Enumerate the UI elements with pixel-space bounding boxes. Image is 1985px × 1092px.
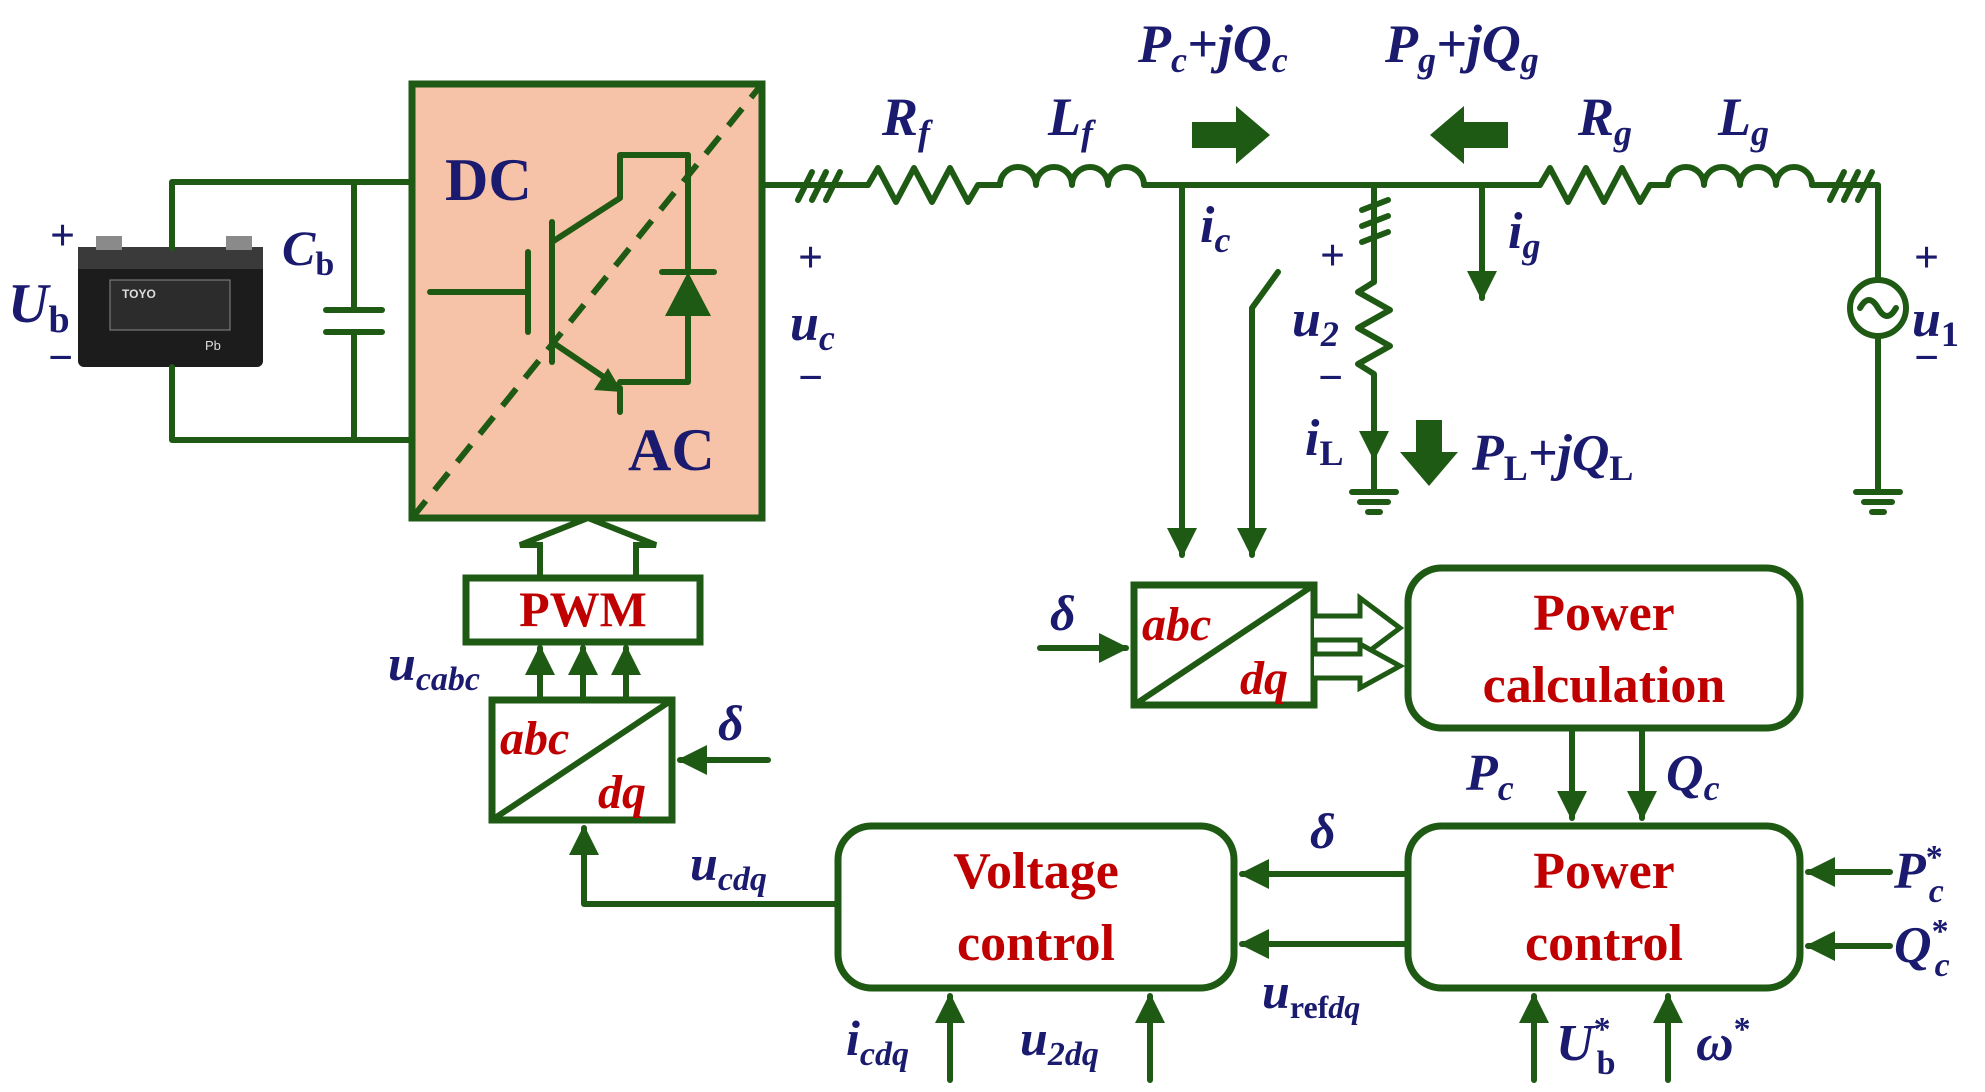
uc-label: uc — [790, 295, 835, 358]
rg-label: Rg — [1577, 87, 1632, 153]
u2-minus-label: − — [1318, 353, 1343, 402]
uc-minus-label: − — [798, 353, 823, 402]
u2-measure-line — [1237, 269, 1281, 558]
urefdq-label: urefdq — [1262, 963, 1360, 1025]
battery-icon: TOYO Pb — [78, 236, 263, 367]
power-calc-line2: calculation — [1483, 657, 1726, 714]
pwm-gate-arrow — [518, 514, 658, 578]
cb-label: Cb — [282, 220, 334, 283]
u2dq-label: u2dq — [1020, 1010, 1099, 1073]
abc-dq-transform-left: abc dq — [488, 696, 676, 824]
icdq-label: icdq — [846, 1010, 909, 1073]
pcstar-label: P*c — [1893, 839, 1944, 910]
u2-plus-label: + — [1320, 231, 1345, 280]
pl-ql-flow-label: PL+jQL — [1471, 425, 1633, 488]
omegastar-label: ω* — [1696, 1011, 1751, 1072]
power-calc-line1: Power — [1533, 585, 1674, 642]
dc-ac-converter — [408, 80, 766, 522]
u1-minus-label: − — [1914, 333, 1939, 382]
pc-flow-arrow — [1192, 106, 1270, 164]
abc-dq-transform-right: abc dq — [1130, 581, 1318, 709]
power-control-line2: control — [1525, 915, 1683, 972]
pwm-label: PWM — [519, 581, 647, 637]
u1-label: u1 — [1912, 291, 1959, 354]
ub-label: Ub — [8, 273, 70, 341]
load-branch — [1349, 182, 1399, 515]
delta-mid-label: δ — [1310, 803, 1336, 859]
dq-to-power-arrow-d — [1314, 593, 1405, 663]
dq-to-power-arrow-q — [1314, 639, 1406, 693]
pwm-block: PWM — [462, 574, 704, 646]
transform-right-abc: abc — [1142, 598, 1211, 651]
rf-label: Rf — [881, 87, 933, 153]
ucdq-arrow — [569, 825, 841, 907]
il-label: iL — [1305, 410, 1343, 473]
dc-label: DC — [445, 147, 532, 213]
ac-line — [759, 164, 1909, 515]
power-calculation-block: Power calculation — [1404, 564, 1804, 732]
transform-left-abc: abc — [500, 712, 569, 765]
battery-brand: TOYO — [122, 287, 156, 301]
ub-minus-label: − — [48, 333, 73, 382]
pg-qg-flow-label: Pg+jQg — [1384, 14, 1539, 80]
voltage-control-line1: Voltage — [953, 843, 1119, 900]
delta-top-label: δ — [1050, 585, 1076, 641]
pg-flow-arrow — [1430, 106, 1508, 164]
pc-label: Pc — [1465, 745, 1514, 808]
ucabc-label: ucabc — [388, 635, 480, 698]
lg-label: Lg — [1717, 87, 1769, 153]
lf-label: Lf — [1047, 87, 1096, 153]
ub-plus-label: + — [50, 211, 75, 260]
voltage-control-block: Voltage control — [834, 822, 1238, 992]
qc-label: Qc — [1666, 745, 1720, 808]
ac-label: AC — [628, 417, 715, 483]
power-control-line1: Power — [1533, 843, 1674, 900]
voltage-control-line2: control — [957, 915, 1115, 972]
dc-link-wiring — [169, 179, 415, 443]
uc-plus-label: + — [798, 233, 823, 282]
transform-right-dq: dq — [1240, 652, 1288, 705]
transform-left-dq: dq — [598, 766, 646, 819]
u1-plus-label: + — [1914, 233, 1939, 282]
power-control-block: Power control — [1404, 822, 1804, 992]
battery-mark: Pb — [205, 338, 221, 353]
ucdq-label: ucdq — [690, 835, 767, 898]
qcstar-label: Q*c — [1894, 913, 1950, 984]
ic-label: ic — [1200, 197, 1230, 260]
pc-qc-flow-label: Pc+jQc — [1137, 14, 1288, 80]
ubstar-label: U*b — [1556, 1011, 1615, 1082]
ig-label: ig — [1508, 203, 1540, 266]
pl-flow-arrow — [1400, 420, 1458, 486]
delta-left-label: δ — [718, 695, 744, 751]
u2-label: u2 — [1292, 291, 1339, 354]
